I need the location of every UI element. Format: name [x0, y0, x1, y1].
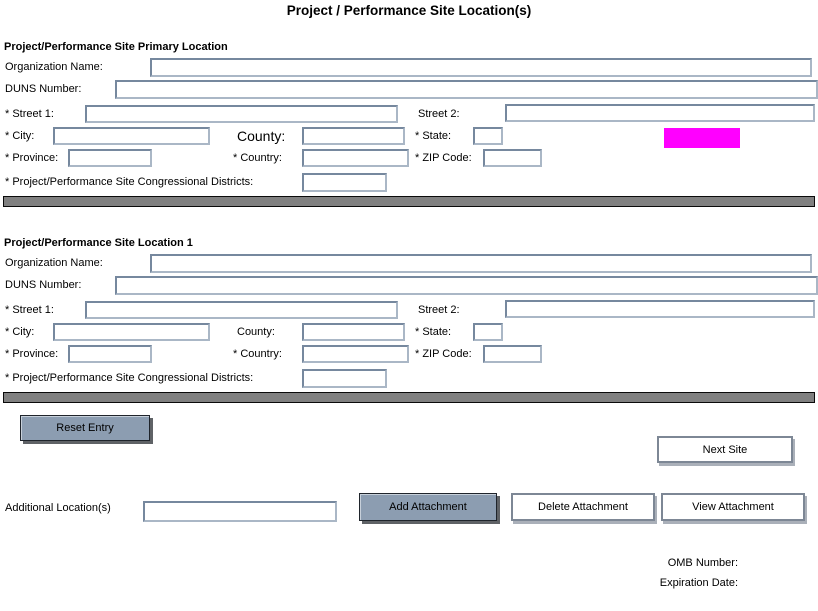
county-input-1[interactable]	[302, 323, 405, 341]
org-name-input-primary[interactable]	[150, 58, 812, 77]
street1-label: * Street 1:	[5, 108, 54, 120]
street2-input-primary[interactable]	[505, 104, 815, 122]
city-input-1[interactable]	[53, 323, 210, 341]
additional-locations-input[interactable]	[143, 501, 337, 522]
zip-input-primary[interactable]	[483, 149, 542, 167]
separator-bar	[3, 392, 815, 403]
page-title: Project / Performance Site Location(s)	[286, 3, 532, 18]
county-label: County:	[237, 128, 286, 144]
street1-input-1[interactable]	[85, 301, 398, 319]
street2-label: Street 2:	[418, 108, 460, 120]
duns-input-primary[interactable]	[115, 80, 818, 99]
additional-locations-label: Additional Location(s)	[5, 502, 111, 514]
omb-footer: OMB Number: Expiration Date:	[660, 553, 738, 593]
country-input-primary[interactable]	[302, 149, 409, 167]
districts-input-1[interactable]	[302, 369, 387, 388]
reset-entry-button[interactable]: Reset Entry	[20, 415, 150, 441]
province-input-1[interactable]	[68, 345, 152, 363]
districts-input-primary[interactable]	[302, 173, 387, 192]
street2-label: Street 2:	[418, 304, 460, 316]
province-input-primary[interactable]	[68, 149, 152, 167]
country-input-1[interactable]	[302, 345, 409, 363]
add-attachment-button[interactable]: Add Attachment	[359, 493, 497, 521]
org-name-label: Organization Name:	[5, 257, 103, 269]
omb-number-label: OMB Number:	[667, 557, 738, 569]
delete-attachment-button[interactable]: Delete Attachment	[511, 493, 655, 521]
street2-input-1[interactable]	[505, 300, 815, 318]
section-heading: Project/Performance Site Location 1	[4, 237, 193, 249]
section-location-1: Project/Performance Site Location 1 Orga…	[0, 237, 818, 407]
duns-input-1[interactable]	[115, 276, 818, 295]
org-name-input-1[interactable]	[150, 254, 812, 273]
zip-label: * ZIP Code:	[415, 348, 472, 360]
districts-label: * Project/Performance Site Congressional…	[5, 372, 254, 384]
zip-label: * ZIP Code:	[415, 152, 472, 164]
city-input-primary[interactable]	[53, 127, 210, 145]
country-label: * Country:	[233, 348, 282, 360]
next-site-button[interactable]: Next Site	[657, 436, 793, 463]
county-input-primary[interactable]	[302, 127, 405, 145]
state-input-primary[interactable]	[473, 127, 503, 145]
street1-label: * Street 1:	[5, 304, 54, 316]
highlight-box	[664, 128, 740, 148]
districts-label: * Project/Performance Site Congressional…	[5, 176, 254, 188]
state-label: * State:	[415, 130, 452, 142]
org-name-label: Organization Name:	[5, 61, 103, 73]
section-primary-location: Project/Performance Site Primary Locatio…	[0, 41, 818, 211]
city-label: * City:	[5, 326, 35, 338]
country-label: * Country:	[233, 152, 282, 164]
separator-bar	[3, 196, 815, 207]
duns-label: DUNS Number:	[5, 83, 82, 95]
expiration-date-label: Expiration Date:	[659, 577, 738, 589]
view-attachment-button[interactable]: View Attachment	[661, 493, 805, 521]
duns-label: DUNS Number:	[5, 279, 82, 291]
street1-input-primary[interactable]	[85, 105, 398, 123]
province-label: * Province:	[5, 152, 59, 164]
county-label: County:	[237, 326, 275, 338]
zip-input-1[interactable]	[483, 345, 542, 363]
state-label: * State:	[415, 326, 452, 338]
province-label: * Province:	[5, 348, 59, 360]
city-label: * City:	[5, 130, 35, 142]
state-input-1[interactable]	[473, 323, 503, 341]
section-heading: Project/Performance Site Primary Locatio…	[4, 41, 228, 53]
